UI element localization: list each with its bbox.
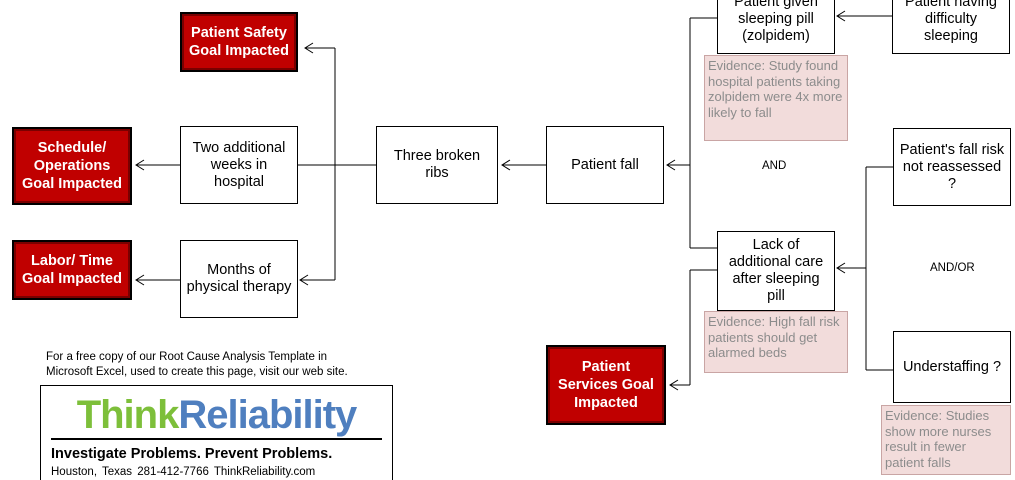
brand-reliability: Reliability [178, 393, 357, 437]
and-or-operator: AND/OR [930, 262, 975, 274]
zolpidem-evidence: Evidence: Study found hospital patients … [704, 55, 848, 141]
two-weeks-hospital-box: Two additional weeks in hospital [180, 126, 298, 204]
logo-tagline: Investigate Problems. Prevent Problems. [51, 446, 333, 462]
physical-therapy-box: Months of physical therapy [180, 240, 298, 318]
patient-services-goal: Patient Services Goal Impacted [546, 345, 666, 425]
difficulty-sleeping-box: Patient having difficulty sleeping [892, 0, 1010, 54]
schedule-operations-goal: Schedule/ Operations Goal Impacted [12, 127, 132, 205]
fall-risk-box: Patient's fall risk not reassessed ? [893, 128, 1011, 206]
think-reliability-logo: ThinkReliability Investigate Problems. P… [40, 385, 393, 480]
broken-ribs-box: Three broken ribs [376, 126, 498, 204]
promo-line-1: For a free copy of our Root Cause Analys… [46, 351, 328, 363]
brand-wordmark: ThinkReliability [41, 392, 392, 438]
labor-time-goal: Labor/ Time Goal Impacted [12, 240, 132, 300]
lack-of-care-box: Lack of additional care after sleeping p… [717, 231, 835, 311]
more-nurses-evidence: Evidence: Studies show more nurses resul… [881, 405, 1011, 475]
understaffing-box: Understaffing ? [893, 331, 1011, 403]
sleeping-pill-box: Patient given sleeping pill (zolpidem) [717, 0, 835, 54]
brand-think: Think [76, 393, 180, 437]
logo-contact: Houston, Texas 281-412-7766 ThinkReliabi… [51, 466, 316, 478]
logo-divider [51, 438, 382, 440]
and-operator: AND [762, 160, 787, 172]
promo-line-2: Microsoft Excel, used to create this pag… [46, 366, 348, 378]
alarmed-beds-evidence: Evidence: High fall risk patients should… [704, 311, 848, 373]
patient-safety-goal: Patient Safety Goal Impacted [180, 12, 298, 72]
patient-fall-box: Patient fall [546, 126, 664, 204]
